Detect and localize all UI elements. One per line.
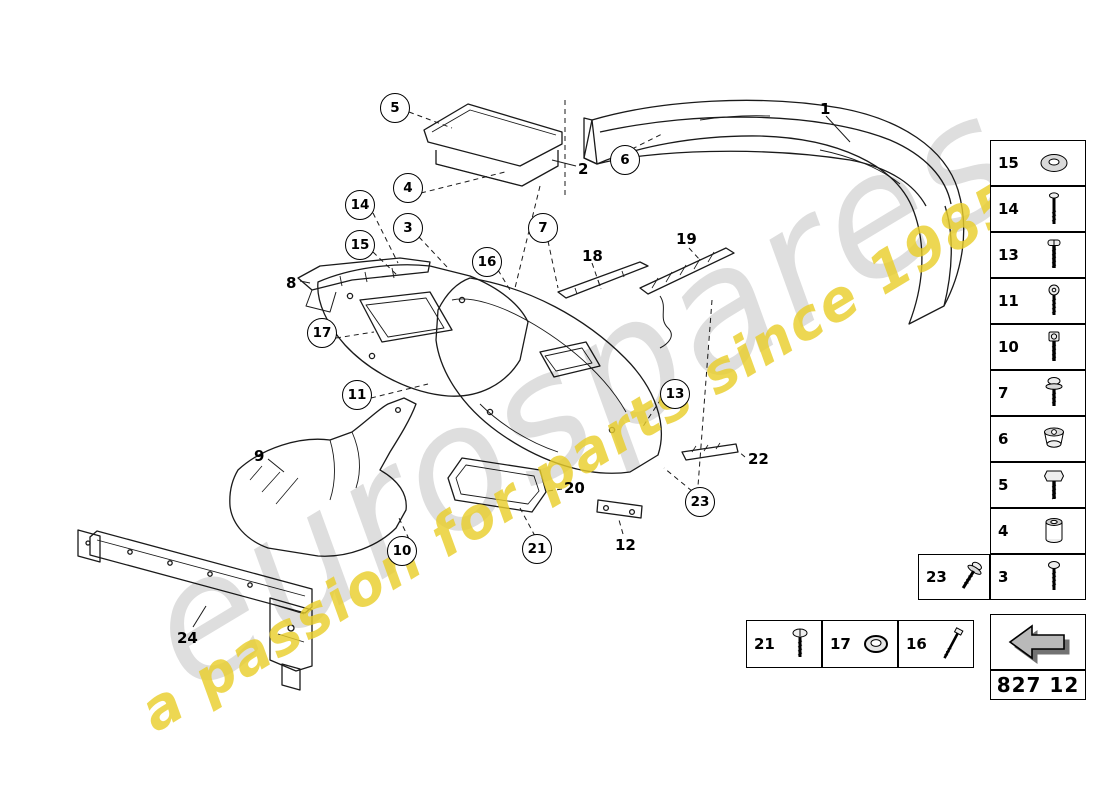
long-bolt-icon — [1022, 189, 1085, 229]
callout-1[interactable]: 1 — [820, 100, 831, 118]
callout-21[interactable]: 21 — [522, 534, 552, 564]
callout-11[interactable]: 11 — [342, 380, 372, 410]
legend-cell-21[interactable]: 21 — [746, 620, 822, 668]
socket-head-bolt-icon — [1022, 327, 1085, 367]
legend-cell-6[interactable]: 6 — [990, 416, 1086, 462]
grommet-nut-icon — [1022, 419, 1085, 459]
callout-9[interactable]: 9 — [254, 447, 265, 465]
spacer-bushing-icon — [1022, 511, 1085, 551]
callout-12[interactable]: 12 — [615, 536, 636, 554]
legend-cell-5[interactable]: 5 — [990, 462, 1086, 508]
legend-number: 16 — [906, 635, 927, 653]
callout-18[interactable]: 18 — [582, 247, 603, 265]
legend-cell-16[interactable]: 16 — [898, 620, 974, 668]
shoulder-screw-icon — [1022, 373, 1085, 413]
callout-23[interactable]: 23 — [685, 487, 715, 517]
diagram-code: 827 12 — [990, 670, 1086, 700]
legend-number: 5 — [998, 476, 1009, 494]
legend-cell-15[interactable]: 15 — [990, 140, 1086, 186]
flanged-bolt-icon — [950, 557, 990, 597]
legend-number: 23 — [926, 568, 947, 586]
hex-bolt-long-icon — [930, 624, 973, 664]
legend-number: 10 — [998, 338, 1019, 356]
round-head-screw-icon — [778, 624, 821, 664]
legend-number: 17 — [830, 635, 851, 653]
legend-number: 4 — [998, 522, 1009, 540]
callout-3[interactable]: 3 — [393, 213, 423, 243]
back-arrow-icon — [1000, 619, 1076, 665]
callout-2[interactable]: 2 — [578, 160, 589, 178]
callout-20[interactable]: 20 — [564, 479, 585, 497]
callout-8[interactable]: 8 — [286, 274, 297, 292]
legend-cell-4[interactable]: 4 — [990, 508, 1086, 554]
washer-icon — [1022, 143, 1085, 183]
legend-cell-7[interactable]: 7 — [990, 370, 1086, 416]
legend-cell-17[interactable]: 17 — [822, 620, 898, 668]
legend-number: 6 — [998, 430, 1009, 448]
legend-cell-3[interactable]: 3 — [990, 554, 1086, 600]
hex-bolt-icon — [1022, 465, 1085, 505]
group-arrow-box — [990, 614, 1086, 670]
oval-head-screw-icon — [1022, 557, 1085, 597]
pan-head-screw-icon — [1022, 235, 1085, 275]
legend-number: 7 — [998, 384, 1009, 402]
callout-7[interactable]: 7 — [528, 213, 558, 243]
legend-number: 11 — [998, 292, 1019, 310]
legend-number: 21 — [754, 635, 775, 653]
callout-5[interactable]: 5 — [380, 93, 410, 123]
callout-24[interactable]: 24 — [177, 629, 198, 647]
legend-cell-14[interactable]: 14 — [990, 186, 1086, 232]
callout-13[interactable]: 13 — [660, 379, 690, 409]
legend-cell-13[interactable]: 13 — [990, 232, 1086, 278]
callout-22[interactable]: 22 — [748, 450, 769, 468]
callout-15[interactable]: 15 — [345, 230, 375, 260]
grommet-icon — [854, 624, 897, 664]
legend-number: 13 — [998, 246, 1019, 264]
callout-17[interactable]: 17 — [307, 318, 337, 348]
torx-screw-icon — [1022, 281, 1085, 321]
legend-cell-11[interactable]: 11 — [990, 278, 1086, 324]
callout-10[interactable]: 10 — [387, 536, 417, 566]
legend-number: 14 — [998, 200, 1019, 218]
legend-cell-23[interactable]: 23 — [918, 554, 990, 600]
callout-6[interactable]: 6 — [610, 145, 640, 175]
legend-cell-10[interactable]: 10 — [990, 324, 1086, 370]
callout-16[interactable]: 16 — [472, 247, 502, 277]
callout-19[interactable]: 19 — [676, 230, 697, 248]
legend-number: 15 — [998, 154, 1019, 172]
legend-number: 3 — [998, 568, 1009, 586]
callout-14[interactable]: 14 — [345, 190, 375, 220]
callout-4[interactable]: 4 — [393, 173, 423, 203]
